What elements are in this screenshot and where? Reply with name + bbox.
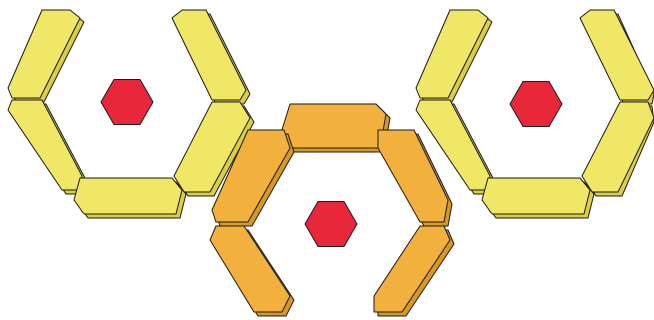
left-yellow-cup-upper-left-bar[interactable] (7, 9, 85, 103)
middle-orange-cup-lower-right-bar[interactable] (373, 225, 455, 317)
middle-red-gem[interactable] (304, 201, 358, 247)
middle-orange-cup-upper-left-bar-face (211, 129, 291, 223)
middle-orange-cup-upper-left-bar[interactable] (211, 129, 295, 227)
middle-orange-cup-upper-right-bar-face (377, 129, 449, 223)
middle-orange-cup (209, 103, 455, 317)
right-yellow-cup-lower-left-bar[interactable] (415, 99, 495, 195)
middle-orange-cup-upper-right-bar[interactable] (377, 129, 453, 227)
middle-orange-cup-top-bar[interactable] (279, 103, 391, 153)
gems-layer (100, 79, 563, 247)
left-yellow-cup-upper-right-bar-face (171, 9, 247, 101)
middle-orange-cup-lower-left-bar[interactable] (209, 225, 295, 317)
right-yellow-cup-lower-left-bar-face (415, 99, 491, 191)
left-yellow-cup-upper-left-bar-face (7, 9, 81, 99)
right-yellow-cup-bottom-bar[interactable] (481, 177, 595, 219)
pieces-layer (7, 9, 654, 317)
middle-orange-cup-top-bar-face (279, 103, 387, 149)
left-yellow-cup-bottom-bar-face (73, 177, 183, 215)
right-yellow-cup-upper-right-bar-face (579, 9, 654, 101)
left-yellow-cup-lower-left-bar[interactable] (7, 99, 87, 195)
middle-orange-cup-lower-right-bar-face (373, 225, 451, 313)
left-red-gem[interactable] (100, 79, 154, 125)
left-yellow-cup-lower-right-bar[interactable] (173, 101, 255, 197)
right-red-gem[interactable] (509, 81, 563, 127)
left-yellow-cup (7, 9, 255, 219)
right-yellow-cup-upper-left-bar[interactable] (415, 9, 493, 103)
left-yellow-cup-lower-left-bar-face (7, 99, 83, 191)
left-yellow-cup-bottom-bar[interactable] (73, 177, 187, 219)
right-yellow-cup-upper-left-bar-face (415, 9, 489, 99)
right-yellow-cup-bottom-bar-face (481, 177, 591, 215)
middle-orange-cup-lower-left-bar-face (209, 225, 291, 313)
right-yellow-cup (415, 9, 654, 219)
